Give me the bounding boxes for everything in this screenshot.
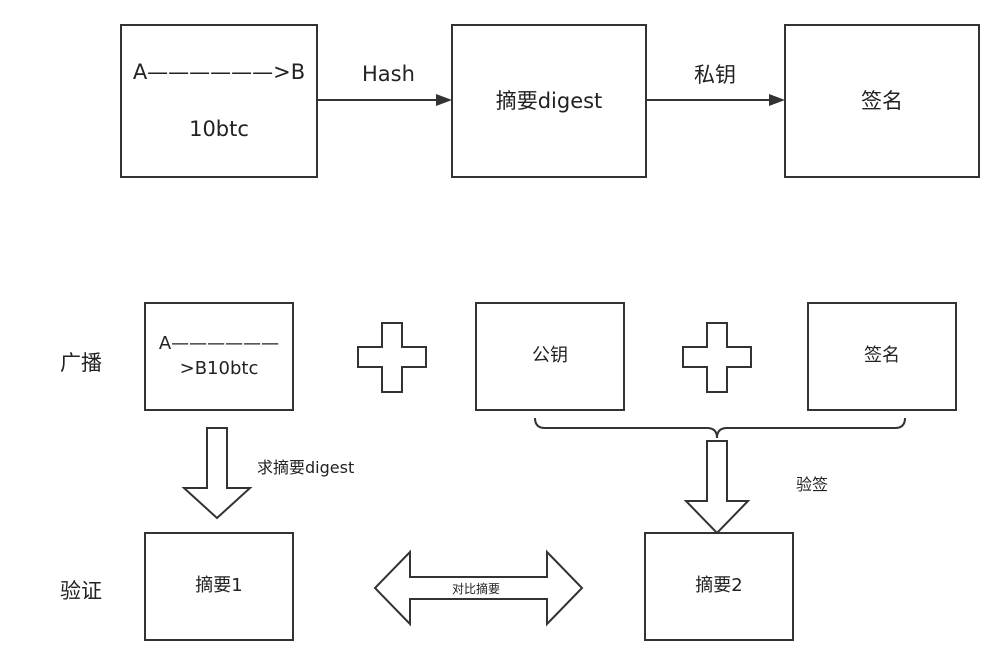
digest-label: 摘要digest (495, 88, 603, 113)
signature-label: 签名 (861, 88, 903, 113)
plus-icon-2 (682, 322, 752, 393)
digest1-box: 摘要1 (144, 532, 294, 641)
compute-digest-arrow (181, 427, 253, 520)
public-key-label: 公钥 (532, 345, 568, 367)
broadcast-transaction-box: A—————— >B10btc (144, 302, 294, 411)
digest1-label: 摘要1 (195, 575, 243, 597)
broadcast-transaction-label: A—————— >B10btc (158, 333, 280, 379)
private-key-arrowhead (769, 94, 785, 106)
plus-icon-1 (357, 322, 427, 393)
public-key-box: 公钥 (475, 302, 625, 411)
digest2-box: 摘要2 (644, 532, 794, 641)
transaction-line1: A——————>B (132, 60, 306, 85)
hash-label: Hash (362, 62, 415, 86)
private-key-label: 私钥 (694, 63, 736, 87)
transaction-box: A——————>B 10btc (120, 24, 318, 178)
hash-arrowhead (436, 94, 452, 106)
signature-box: 签名 (784, 24, 980, 178)
broadcast-signature-label: 签名 (864, 345, 900, 367)
compare-label: 对比摘要 (452, 582, 501, 596)
digest-box: 摘要digest (451, 24, 647, 178)
verify-row-label: 验证 (60, 579, 102, 603)
transaction-line2: 10btc (189, 117, 249, 142)
broadcast-signature-box: 签名 (807, 302, 957, 411)
digest2-label: 摘要2 (695, 575, 743, 597)
compute-digest-label: 求摘要digest (257, 458, 355, 477)
verify-signature-label: 验签 (796, 475, 829, 494)
broadcast-row-label: 广播 (60, 351, 102, 375)
curly-brace (534, 417, 906, 439)
compare-digests-arrow (373, 549, 584, 627)
verify-signature-arrow (683, 440, 751, 535)
